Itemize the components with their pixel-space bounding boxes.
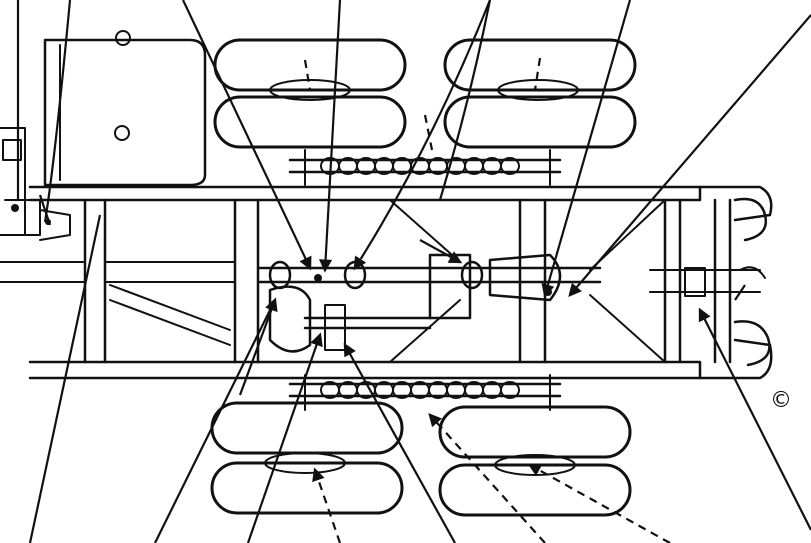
fuel-tank (43, 30, 207, 187)
differential-housing-front (268, 285, 346, 353)
cross-member-rear (649, 267, 761, 297)
leaf-spring-upper (288, 149, 562, 186)
front-axle-dual-tires-upper (213, 38, 407, 149)
rear-axle-dual-tires-lower (438, 405, 632, 517)
rear-axle-dual-tires-upper (443, 38, 637, 149)
callout-dashed-leaders (303, 57, 671, 543)
callout-leaders (16, 0, 811, 543)
copyright-mark: © (770, 388, 792, 413)
rear-bumper-hooks (733, 197, 771, 367)
spring-coils-lower (320, 381, 520, 399)
front-axle-dual-tires-lower (210, 401, 404, 515)
universal-joint-front (268, 260, 367, 290)
engine-fragment (0, 127, 71, 241)
spring-coils-upper (320, 157, 520, 175)
leaf-spring-lower (288, 374, 562, 411)
